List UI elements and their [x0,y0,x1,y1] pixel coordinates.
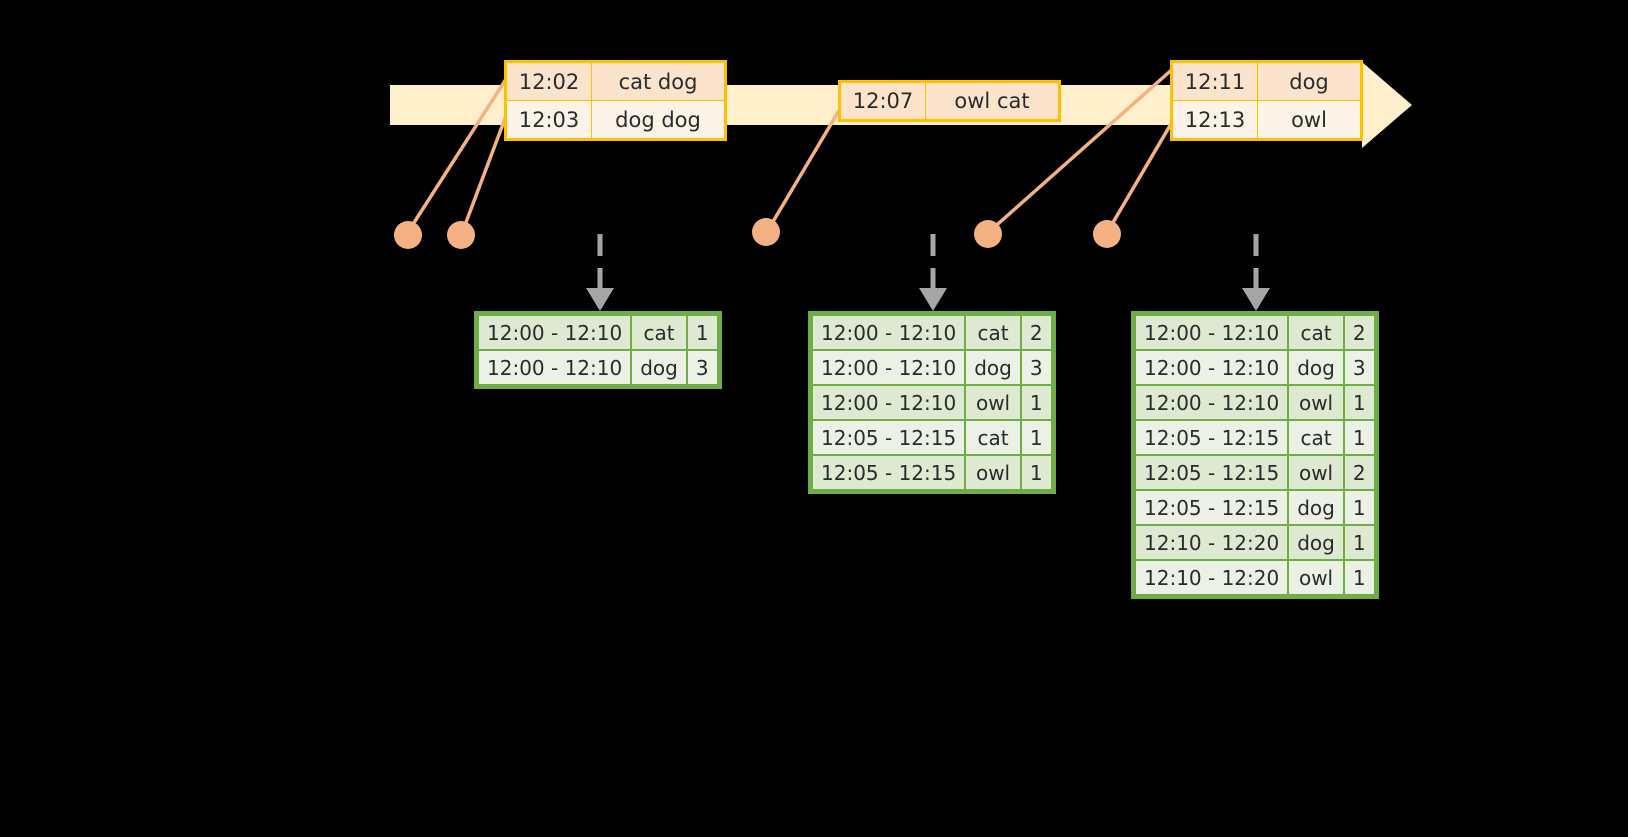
timeline-event-group-3[interactable]: 12:11 dog 12:13 owl [1170,60,1363,141]
event-dot [394,221,422,249]
result-table-3[interactable]: 12:00 - 12:10 cat 2 12:00 - 12:10 dog 3 … [1131,311,1379,599]
word-cell: owl [966,456,1020,489]
table-row[interactable]: 12:00 - 12:10 dog 3 [479,351,717,384]
event-dot [752,218,780,246]
word-cell: cat [966,421,1020,454]
dashed-arrows [586,234,1270,311]
table-row[interactable]: 12:05 - 12:15 cat 1 [813,421,1051,454]
word-cell: dog [1289,526,1343,559]
word-cell: dog [632,351,686,384]
event-time: 12:11 [1171,61,1258,101]
table-row[interactable]: 12:00 - 12:10 cat 2 [813,316,1051,349]
window-cell: 12:00 - 12:10 [1136,316,1288,349]
timeline-event-row[interactable]: 12:03 dog dog [505,100,726,140]
dashed-arrow-3 [1242,234,1270,311]
count-cell: 1 [1344,526,1374,559]
timeline-event-row[interactable]: 12:02 cat dog [505,61,726,101]
window-cell: 12:10 - 12:20 [1136,561,1288,594]
count-cell: 1 [1344,491,1374,524]
window-cell: 12:05 - 12:15 [1136,456,1288,489]
event-words: owl [1257,100,1362,140]
window-cell: 12:00 - 12:10 [1136,351,1288,384]
window-cell: 12:10 - 12:20 [1136,526,1288,559]
count-cell: 3 [1021,351,1051,384]
count-cell: 1 [1344,421,1374,454]
count-cell: 2 [1344,316,1374,349]
word-cell: cat [632,316,686,349]
table-row[interactable]: 12:00 - 12:10 dog 3 [1136,351,1374,384]
event-time: 12:03 [505,100,592,140]
table-row[interactable]: 12:00 - 12:10 owl 1 [1136,386,1374,419]
event-dot [1093,220,1121,248]
count-cell: 2 [1021,316,1051,349]
count-cell: 1 [1021,456,1051,489]
count-cell: 3 [1344,351,1374,384]
window-cell: 12:00 - 12:10 [813,386,965,419]
table-row[interactable]: 12:00 - 12:10 dog 3 [813,351,1051,384]
window-cell: 12:05 - 12:15 [813,421,965,454]
window-cell: 12:00 - 12:10 [1136,386,1288,419]
timeline-event-group-1[interactable]: 12:02 cat dog 12:03 dog dog [504,60,727,141]
word-cell: owl [1289,456,1343,489]
event-dots [394,218,1121,249]
window-cell: 12:00 - 12:10 [813,351,965,384]
count-cell: 1 [1344,386,1374,419]
count-cell: 2 [1344,456,1374,489]
timeline-event-row[interactable]: 12:07 owl cat [839,81,1060,121]
timeline-event-row[interactable]: 12:13 owl [1171,100,1362,140]
count-cell: 1 [1344,561,1374,594]
word-cell: owl [966,386,1020,419]
event-time: 12:13 [1171,100,1258,140]
window-cell: 12:00 - 12:10 [479,316,631,349]
count-cell: 1 [1021,421,1051,454]
word-cell: dog [966,351,1020,384]
count-cell: 1 [1021,386,1051,419]
event-dot [447,221,475,249]
count-cell: 1 [687,316,717,349]
table-row[interactable]: 12:05 - 12:15 dog 1 [1136,491,1374,524]
timeline-event-group-2[interactable]: 12:07 owl cat [838,80,1061,122]
window-cell: 12:00 - 12:10 [479,351,631,384]
table-row[interactable]: 12:05 - 12:15 cat 1 [1136,421,1374,454]
table-row[interactable]: 12:10 - 12:20 dog 1 [1136,526,1374,559]
table-row[interactable]: 12:00 - 12:10 cat 1 [479,316,717,349]
window-cell: 12:05 - 12:15 [1136,491,1288,524]
word-cell: cat [1289,421,1343,454]
event-time: 12:02 [505,61,592,101]
word-cell: cat [966,316,1020,349]
table-row[interactable]: 12:05 - 12:15 owl 1 [813,456,1051,489]
word-cell: cat [1289,316,1343,349]
dashed-arrow-1 [586,234,614,311]
count-cell: 3 [687,351,717,384]
dashed-arrow-2 [919,234,947,311]
event-words: owl cat [925,81,1060,121]
table-row[interactable]: 12:10 - 12:20 owl 1 [1136,561,1374,594]
table-row[interactable]: 12:05 - 12:15 owl 2 [1136,456,1374,489]
word-cell: owl [1289,561,1343,594]
window-cell: 12:05 - 12:15 [1136,421,1288,454]
event-words: cat dog [591,61,726,101]
word-cell: dog [1289,491,1343,524]
word-cell: dog [1289,351,1343,384]
event-words: dog dog [591,100,726,140]
event-words: dog [1257,61,1362,101]
window-cell: 12:05 - 12:15 [813,456,965,489]
event-dot [974,220,1002,248]
event-time: 12:07 [839,81,926,121]
result-table-2[interactable]: 12:00 - 12:10 cat 2 12:00 - 12:10 dog 3 … [808,311,1056,494]
result-table-1[interactable]: 12:00 - 12:10 cat 1 12:00 - 12:10 dog 3 [474,311,722,389]
timeline-event-row[interactable]: 12:11 dog [1171,61,1362,101]
word-cell: owl [1289,386,1343,419]
table-row[interactable]: 12:00 - 12:10 cat 2 [1136,316,1374,349]
window-cell: 12:00 - 12:10 [813,316,965,349]
table-row[interactable]: 12:00 - 12:10 owl 1 [813,386,1051,419]
